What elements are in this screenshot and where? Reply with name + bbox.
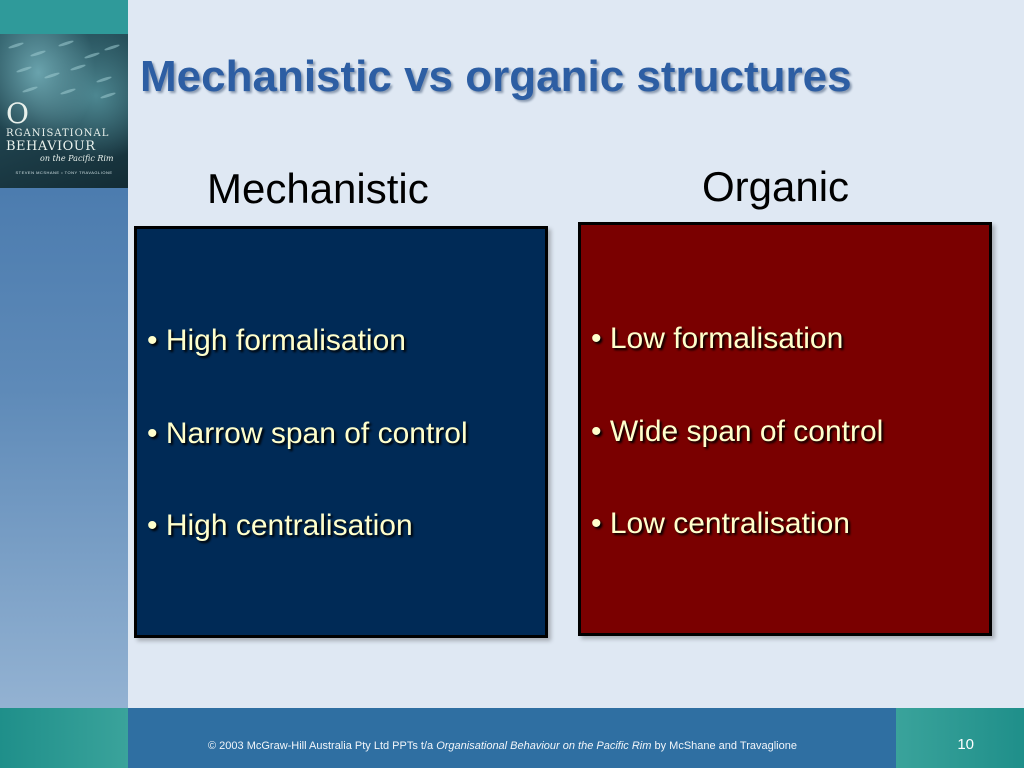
copyright-notice: © 2003 McGraw-Hill Australia Pty Ltd PPT… xyxy=(208,740,797,752)
fish-shape xyxy=(57,39,75,48)
copyright-prefix: © 2003 McGraw-Hill Australia Pty Ltd PPT… xyxy=(208,740,437,752)
fish-shape xyxy=(43,71,61,80)
fish-shape xyxy=(7,41,25,50)
book-cover-image: O RGANISATIONAL BEHAVIOUR on the Pacific… xyxy=(0,34,128,188)
fish-shape xyxy=(83,51,101,60)
copyright-suffix: by McShane and Travaglione xyxy=(651,740,797,752)
organic-bullet: • Low formalisation xyxy=(591,322,844,355)
fish-shape xyxy=(95,75,113,84)
mechanistic-bullet: • Narrow span of control xyxy=(147,417,468,450)
mechanistic-heading: Mechanistic xyxy=(207,165,429,212)
fish-shape xyxy=(21,85,39,94)
page-number: 10 xyxy=(957,736,974,753)
footer-left-accent xyxy=(0,708,128,768)
cover-line-1: RGANISATIONAL xyxy=(6,128,110,139)
copyright-book-title: Organisational Behaviour on the Pacific … xyxy=(436,740,652,752)
fish-shape xyxy=(103,43,121,52)
mechanistic-bullet: • High centralisation xyxy=(147,509,413,542)
organic-heading: Organic xyxy=(702,163,850,210)
slide-title: Mechanistic vs organic structures xyxy=(140,52,852,101)
footer-right-accent xyxy=(896,708,1024,768)
fish-shape xyxy=(99,91,117,100)
cover-initial: O xyxy=(6,97,29,130)
fish-shape xyxy=(59,87,77,96)
organic-bullet: • Wide span of control xyxy=(591,415,884,448)
mechanistic-panel: • High formalisation • Narrow span of co… xyxy=(134,226,548,638)
footer-bar: © 2003 McGraw-Hill Australia Pty Ltd PPT… xyxy=(0,708,1024,768)
mechanistic-bullet: • High formalisation xyxy=(147,324,406,357)
book-cover-title: O RGANISATIONAL BEHAVIOUR on the Pacific… xyxy=(6,97,114,164)
fish-shape xyxy=(29,49,47,58)
fish-shape xyxy=(15,65,33,74)
fish-shape xyxy=(69,63,87,72)
organic-bullet: • Low centralisation xyxy=(591,507,850,540)
cover-authors: STEVEN MCSHANE • TONY TRAVAGLIONE xyxy=(15,170,113,175)
cover-line-2: BEHAVIOUR xyxy=(6,139,96,154)
organic-panel: • Low formalisation • Wide span of contr… xyxy=(578,222,992,636)
cover-line-3: on the Pacific Rim xyxy=(40,154,114,163)
sidebar-top-strip xyxy=(0,0,128,34)
